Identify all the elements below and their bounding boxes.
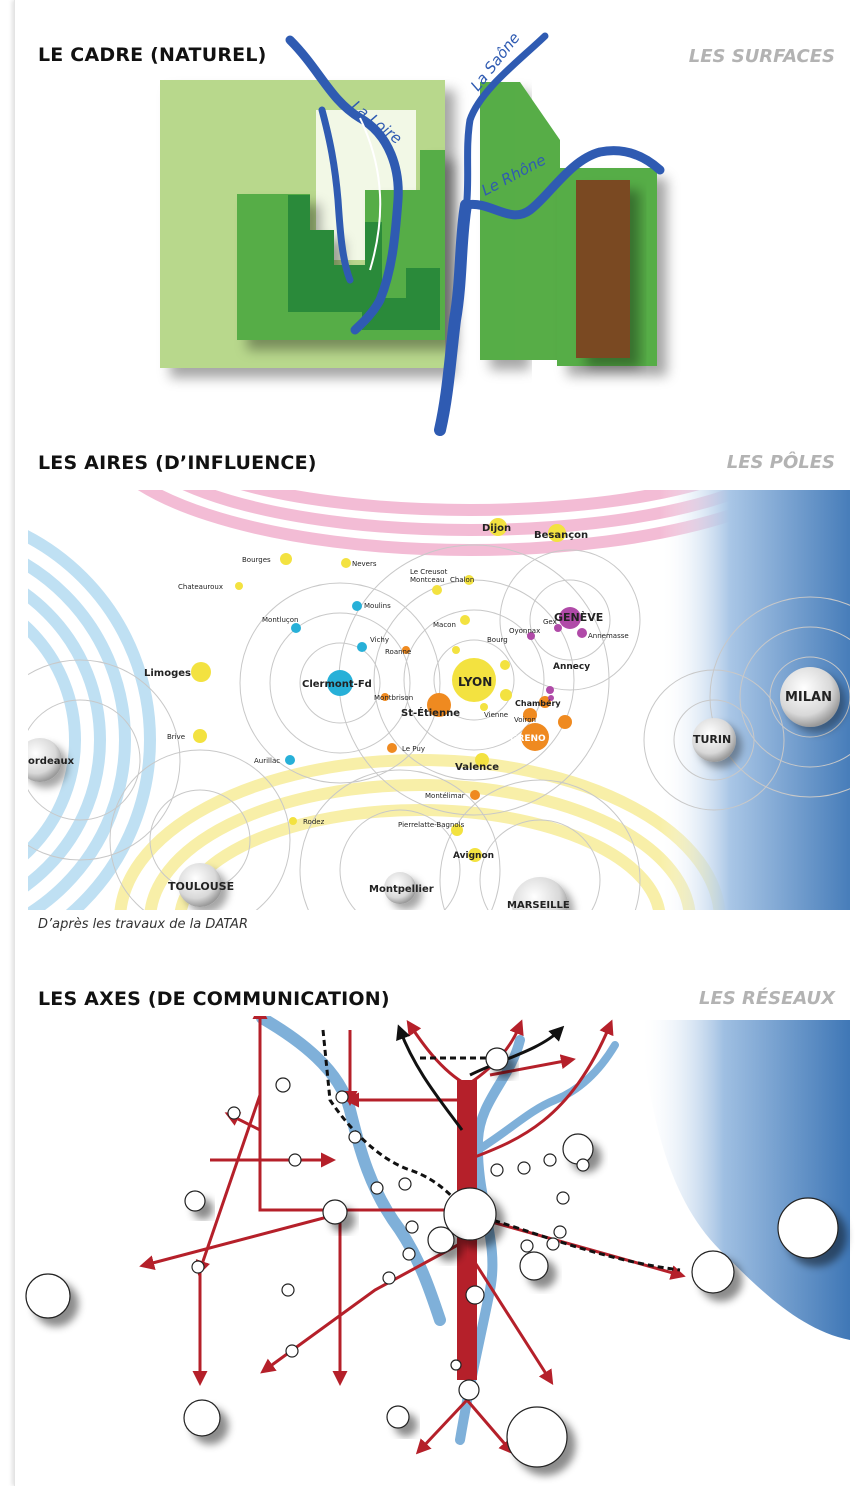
- dashed-line-west: [321, 1029, 472, 1217]
- city-vienne: Vienne: [484, 711, 508, 719]
- city-dijon: Dijon: [482, 523, 511, 534]
- marseille-pole: [512, 877, 568, 910]
- city-grenoble: GRENO: [510, 734, 546, 744]
- dark-green-surface: [288, 195, 440, 330]
- source-caption: D’après les travaux de la DATAR: [38, 917, 248, 932]
- rhone-river: [461, 146, 665, 220]
- right-green-surface: [480, 82, 520, 360]
- city-nevers: Nevers: [352, 560, 377, 568]
- section-subtitle-surfaces: LES SURFACES: [688, 46, 835, 67]
- montpellier-pole: [384, 872, 416, 904]
- saone-river: [462, 32, 549, 214]
- section-title-axes: LES AXES (DE COMMUNICATION): [38, 988, 390, 1010]
- city-toulouse: TOULOUSE: [168, 880, 234, 893]
- city-le-puy: Le Puy: [402, 745, 425, 753]
- city-clermont: Clermont-Fd: [302, 679, 372, 690]
- city-moulins: Moulins: [364, 602, 391, 610]
- city-gex: Gex: [543, 618, 557, 626]
- city-geneve: GENÈVE: [554, 611, 603, 624]
- loire-branch: [318, 106, 354, 284]
- city-aurillac: Aurillac: [254, 757, 280, 765]
- city-limoges: Limoges: [144, 668, 191, 679]
- city-valence: Valence: [455, 762, 499, 773]
- city-oyonnax: Oyonnax: [509, 627, 540, 635]
- city-brive: Brive: [167, 733, 185, 741]
- city-montlucon: Montluçon: [262, 616, 298, 624]
- rhone-south: [434, 199, 472, 436]
- city-roanne: Roanne: [385, 648, 411, 656]
- right-green-surface-2: [515, 82, 560, 360]
- city-chambery: Chambéry: [515, 698, 561, 708]
- city-chalon: Chalon: [450, 576, 474, 584]
- city-montpellier: Montpellier: [369, 884, 434, 895]
- city-bourges: Bourges: [242, 556, 271, 564]
- yellow-poles: [191, 518, 566, 862]
- city-chateauroux: Chateauroux: [178, 583, 223, 591]
- axes-map: [25, 1016, 850, 1468]
- city-milan: MILAN: [785, 690, 832, 705]
- section-title-cadre: LE CADRE (NATUREL): [38, 44, 267, 66]
- orange-poles: [381, 646, 572, 800]
- city-montelimar: Montélimar: [425, 792, 465, 800]
- city-voiron: Voiron: [514, 716, 536, 724]
- city-st-etienne: St-Étienne: [401, 706, 460, 719]
- section-subtitle-reseaux: LES RÉSEAUX: [698, 988, 835, 1009]
- city-rodez: Rodez: [303, 818, 325, 826]
- section-subtitle-poles: LES PÔLES: [726, 452, 835, 473]
- cyan-poles: [285, 601, 367, 765]
- city-annecy: Annecy: [553, 662, 590, 672]
- cadre-map: La Loire La Saône Le Rhône: [160, 29, 665, 436]
- bordeaux-pole: [28, 738, 62, 782]
- city-turin: TURIN: [693, 733, 731, 746]
- yellow-influence-rings: [114, 754, 726, 910]
- alpine-river-axes: [474, 1041, 619, 1154]
- influence-circles: [28, 544, 850, 910]
- section-title-aires: LES AIRES (D’INFLUENCE): [38, 452, 317, 474]
- turin-pole: [692, 718, 736, 762]
- network-nodes: [25, 1047, 839, 1468]
- loire-inner: [359, 117, 382, 271]
- loire-river: [285, 35, 403, 335]
- city-le-creusot: Le Creusot: [410, 568, 448, 576]
- aires-map: Dijon Besançon Bourges Nevers Le Creusot…: [28, 490, 850, 911]
- city-montceau: Montceau: [410, 576, 444, 584]
- high-speed-line: [396, 1024, 464, 1131]
- milan-pole: [780, 667, 840, 727]
- city-lyon: LYON: [458, 675, 492, 689]
- high-speed-line-2: [469, 1025, 565, 1077]
- city-montbrison: Montbrison: [374, 694, 413, 702]
- city-marseille: MARSEILLE: [507, 900, 570, 911]
- rail-lines: [139, 1016, 686, 1455]
- brown-surface: [576, 180, 630, 358]
- city-avignon: Avignon: [453, 851, 494, 861]
- city-vichy: Vichy: [370, 636, 389, 644]
- city-bordeaux: ordeaux: [28, 756, 75, 767]
- city-bourg: Bourg: [487, 636, 508, 644]
- river-axes: [256, 1016, 446, 1326]
- city-annemasse: Annemasse: [588, 632, 629, 640]
- toulouse-pole: [178, 863, 222, 907]
- blue-influence-rings: [28, 530, 156, 910]
- dashed-line-east: [474, 1213, 681, 1272]
- city-pierrelatte: Pierrelatte-Bagnols: [398, 821, 465, 829]
- purple-poles: [527, 607, 587, 701]
- city-macon: Macon: [433, 621, 456, 629]
- pink-influence-rings: [137, 490, 803, 556]
- alpine-area-axes: [640, 1020, 850, 1340]
- city-besancon: Besançon: [534, 530, 588, 541]
